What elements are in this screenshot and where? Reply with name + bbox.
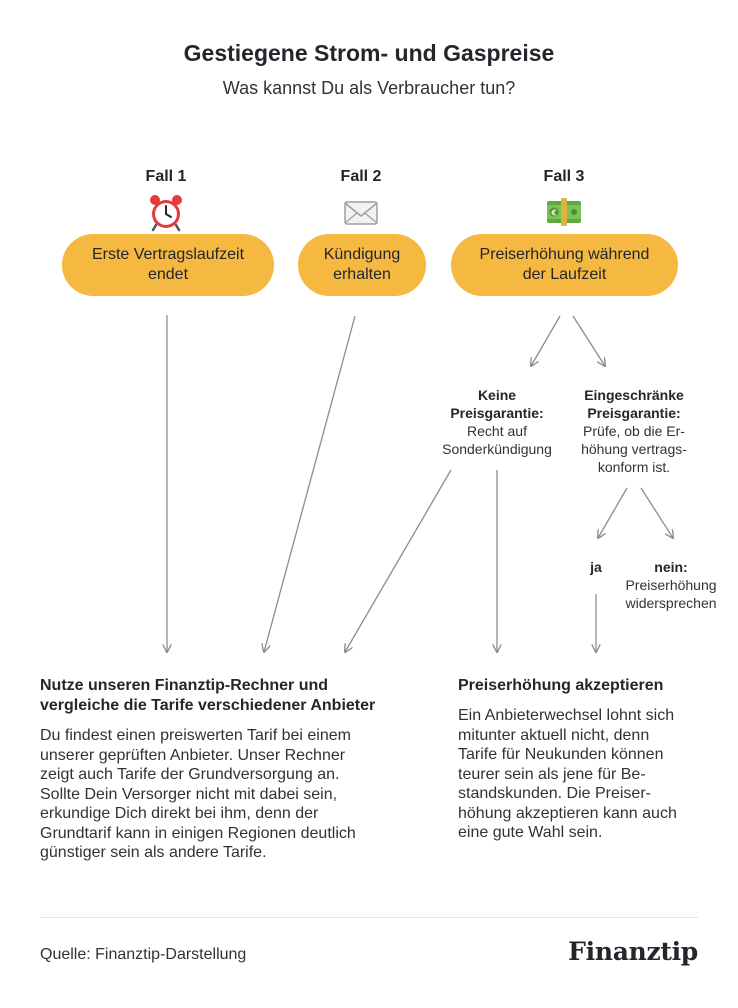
branch-keine-bold-2: Preisgarantie: — [450, 405, 544, 421]
arrow-keine-to-left-result — [345, 469, 452, 652]
branch-keine-text-2: Sonderkündigung — [442, 441, 552, 457]
branch-eingeschraenkt-bold-2: Preisgarantie: — [587, 405, 681, 421]
result-left-title-1: Nutze unseren Finanztip-Rechner und — [40, 677, 329, 694]
result-right-title: Preiserhöhung akzeptieren — [458, 677, 664, 694]
arrow-case3-to-keine — [531, 315, 561, 366]
case-1-pill-line-1: Erste Vertragslaufzeit — [91, 246, 245, 263]
branch-nein: nein: Preiserhöhung widersprechen — [612, 558, 730, 612]
result-compare-tariffs: Nutze unseren Finanztip-Rechner und verg… — [40, 676, 420, 863]
case-3-pill-line-2: der Laufzeit — [522, 266, 607, 283]
branch-nein-text-2: widersprechen — [625, 595, 717, 611]
result-right-text: Ein Anbieterwechsel lohnt sich mitunter … — [458, 706, 718, 843]
result-left-text-4: Sollte Dein Versorger nicht mit dabei se… — [40, 785, 338, 803]
svg-text:€: € — [550, 209, 557, 218]
arrow-case2-to-left-result — [264, 315, 356, 652]
result-right-text-2: mitunter aktuell nicht, denn — [458, 726, 650, 744]
source-note: Quelle: Finanztip-Darstellung — [40, 946, 247, 963]
result-right-text-3: Tarife für Neukunden können — [458, 746, 664, 763]
result-right-text-6: höhung akzeptieren kann auch — [458, 804, 677, 822]
result-accept-increase: Preiserhöhung akzeptieren Ein Anbieterwe… — [458, 676, 718, 843]
branch-eingeschraenkt-bold-1: Eingeschränke — [584, 387, 684, 403]
result-left-text: Du findest einen preiswerten Tarif bei e… — [40, 726, 420, 863]
result-left-text-6: Grundtarif kann in einigen Regionen deut… — [40, 824, 356, 842]
alarm-clock-icon — [150, 195, 182, 232]
euro-banknote-icon: € — [547, 198, 581, 226]
branch-keine-bold-1: Keine — [477, 387, 517, 403]
result-right-text-1: Ein Anbieterwechsel lohnt sich — [458, 707, 675, 724]
result-left-text-7: günstiger sein als andere Tarife. — [40, 844, 267, 861]
page-subtitle: Was kannst Du als Verbraucher tun? — [222, 78, 516, 98]
case-2-label: Fall 2 — [340, 168, 382, 185]
result-left-text-3: zeigt auch Tarife der Grundversorgung an… — [40, 766, 340, 783]
case-2-pill: Kündigung erhalten — [298, 234, 426, 296]
branch-eingeschraenkt-text-3: konform ist. — [597, 459, 671, 475]
result-left-text-1: Du findest einen preiswerten Tarif bei e… — [40, 727, 351, 744]
case-3-pill-line-1: Preiserhöhung während — [479, 246, 650, 263]
footer-divider — [40, 917, 698, 918]
branch-keine-text-1: Recht auf — [467, 423, 527, 439]
finanztip-logo: Finanztip — [568, 937, 698, 966]
arrow-eingeschraenkt-to-ja — [598, 487, 628, 538]
branch-nein-text-1: Preiserhöhung — [625, 577, 717, 593]
page-title: Gestiegene Strom- und Gaspreise — [183, 40, 555, 66]
result-left-text-5: erkundige Dich direkt bei ihm, denn der — [40, 805, 319, 822]
branch-nein-bold: nein: — [654, 559, 688, 575]
branch-eingeschraenkt-text-1: Prüfe, ob die Er- — [583, 423, 685, 439]
case-3-label: Fall 3 — [543, 168, 585, 185]
branch-ja: ja — [566, 558, 626, 576]
case-3-pill: Preiserhöhung während der Laufzeit — [451, 234, 678, 296]
case-1-pill: Erste Vertragslaufzeit endet — [62, 234, 274, 296]
result-right-text-7: eine gute Wahl sein. — [458, 824, 603, 841]
branch-eingeschraenkte-preisgarantie: Eingeschränke Preisgarantie: Prüfe, ob d… — [568, 386, 700, 476]
result-left-title-2: vergleiche die Tarife verschiedener Anbi… — [40, 697, 376, 714]
branch-keine-preisgarantie: Keine Preisgarantie: Recht auf Sonderkün… — [427, 386, 567, 458]
case-1-label: Fall 1 — [145, 168, 187, 185]
case-1-pill-line-2: endet — [147, 266, 189, 283]
result-left-title: Nutze unseren Finanztip-Rechner und verg… — [40, 676, 420, 716]
result-right-text-5: standskunden. Die Preiser- — [458, 785, 651, 802]
branch-ja-bold: ja — [590, 559, 602, 575]
result-right-text-4: teurer sein als jene für Be- — [458, 765, 646, 783]
result-left-text-2: unserer geprüften Anbieter. Unser Rechne… — [40, 746, 346, 764]
envelope-icon — [344, 201, 378, 225]
case-2-pill-line-2: erhalten — [333, 266, 391, 283]
branch-eingeschraenkt-text-2: höhung vertrags- — [581, 441, 687, 457]
arrow-eingeschraenkt-to-nein — [640, 487, 673, 538]
arrow-case3-to-eingeschraenkt — [572, 315, 605, 366]
case-2-pill-line-1: Kündigung — [323, 246, 401, 263]
